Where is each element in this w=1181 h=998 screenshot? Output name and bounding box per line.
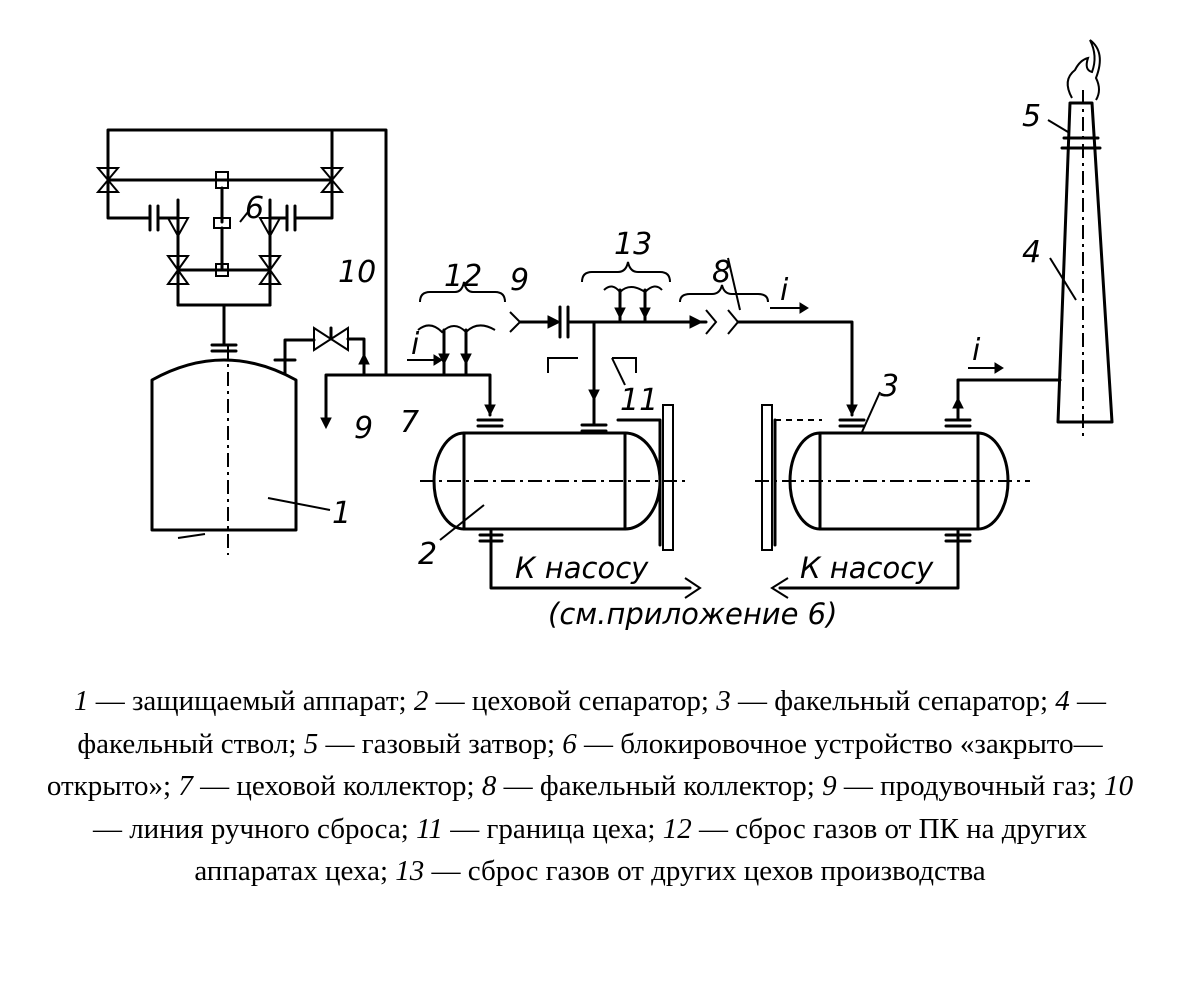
label-12: 12: [444, 259, 482, 294]
legend-text: — факельный сепаратор;: [730, 685, 1056, 717]
label-2: 2: [418, 537, 437, 572]
flow-label-shop: i: [411, 327, 420, 362]
pump-label-left: К насосу: [515, 551, 649, 585]
label-6: 6: [245, 191, 264, 226]
legend-number: 9: [822, 770, 837, 802]
label-5: 5: [1022, 99, 1041, 134]
legend-number: 5: [303, 727, 319, 760]
safety-valve-block: [95, 128, 388, 377]
label-3: 3: [880, 369, 899, 404]
legend-text: — блокировочное устройство «закрыто—откр…: [46, 727, 1103, 803]
legend-number: 7: [178, 770, 193, 802]
flare-collector: [509, 257, 866, 428]
protected-apparatus: [150, 345, 298, 555]
legend-number: 3: [716, 685, 731, 717]
legend-number: 13: [395, 855, 425, 887]
legend-text: — защищаемый аппарат;: [88, 685, 414, 717]
shop-separator: [420, 398, 702, 599]
flare-system-diagram: 1 2 3 4 5 6 7 8 9 9 10 11 12 13 i i i К …: [95, 39, 1114, 631]
label-13: 13: [614, 227, 652, 262]
flow-label-flare: i: [780, 273, 789, 308]
flare-separator: [755, 362, 1062, 599]
manual-discharge-line: [273, 326, 370, 377]
label-11: 11: [620, 383, 658, 418]
label-10: 10: [338, 255, 376, 290]
shop-collector: [320, 281, 506, 430]
legend-number: 4: [1055, 685, 1070, 717]
flow-label-stack: i: [972, 333, 981, 368]
label-8: 8: [712, 255, 731, 290]
label-4: 4: [1022, 235, 1041, 270]
legend-number: 12: [662, 812, 692, 845]
legend-number: 1: [73, 685, 89, 717]
pump-label-right: К насосу: [800, 551, 934, 585]
legend-caption: 1 — защищаемый аппарат; 2 — цеховой сепа…: [40, 680, 1140, 893]
appendix-note: (см.приложение 6): [548, 597, 837, 631]
legend-text: — факельный ствол;: [77, 685, 1107, 760]
legend-text: — сброс газов от других цехов производст…: [424, 855, 986, 887]
label-9-flare: 9: [510, 263, 529, 298]
legend-number: 2: [413, 685, 429, 717]
label-1: 1: [332, 496, 351, 531]
label-9-shop: 9: [354, 411, 373, 446]
legend-text: — цеховой сепаратор;: [428, 685, 717, 717]
legend-text: — цеховой коллектор;: [192, 770, 482, 802]
legend-text: — линия ручного сброса;: [92, 812, 417, 845]
legend-text: — граница цеха;: [442, 812, 663, 845]
legend-text: — продувочный газ;: [836, 770, 1105, 802]
legend-number: 6: [562, 727, 577, 760]
legend-text: — факельный коллектор;: [496, 770, 823, 802]
label-7: 7: [400, 405, 419, 440]
legend-text: — газовый затвор;: [318, 727, 563, 760]
legend-number: 11: [416, 812, 443, 845]
legend-number: 8: [481, 770, 497, 802]
legend-number: 10: [1104, 770, 1134, 802]
flare-stack: [1047, 39, 1114, 440]
legend-text: — сброс газов от ПК на других аппаратах …: [194, 812, 1088, 888]
